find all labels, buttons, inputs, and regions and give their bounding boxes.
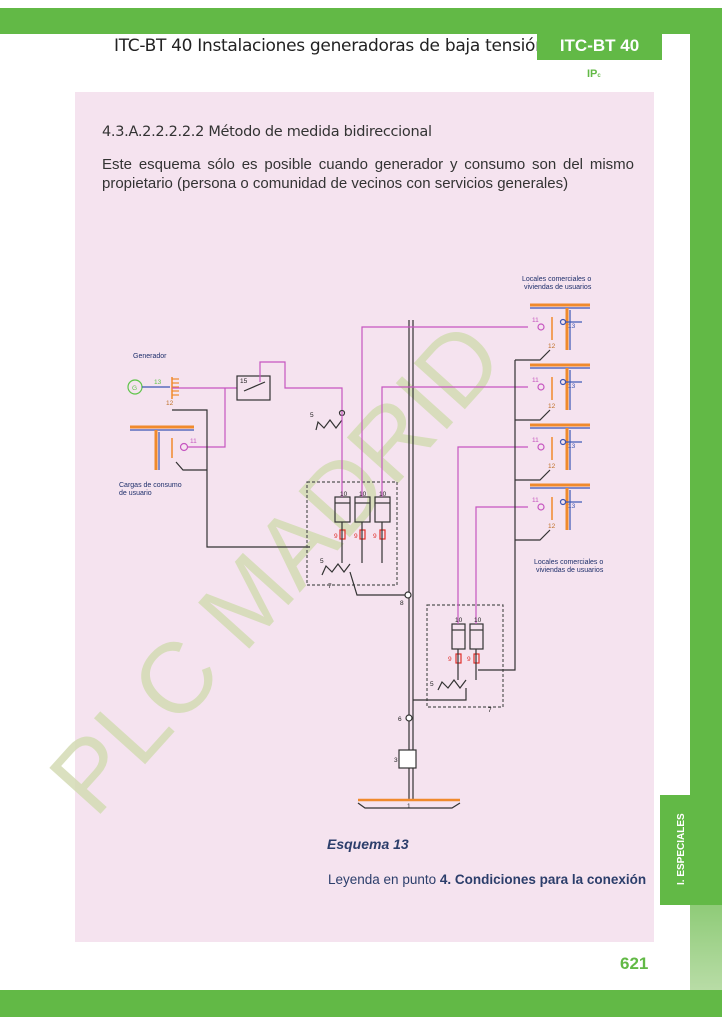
load-return-wire xyxy=(172,409,310,548)
meter-box-7-upper xyxy=(306,481,398,586)
label-10d: 10 xyxy=(455,617,463,624)
switch-5-icon xyxy=(321,563,351,576)
switch-5-icon xyxy=(437,679,467,691)
label-15: 15 xyxy=(240,378,248,385)
label-8: 8 xyxy=(400,600,404,607)
consumer-circle xyxy=(559,438,567,446)
consumer-label-12: 12 xyxy=(548,523,556,530)
consumer-label-11: 11 xyxy=(532,437,539,444)
load-circle xyxy=(179,442,189,452)
consumer-circle xyxy=(537,323,545,331)
locales-label-bottom-1: Locales comerciales o xyxy=(534,559,603,566)
load-return-wire xyxy=(175,461,207,471)
side-tab-label: I. ESPECIALES xyxy=(676,813,687,885)
label-13: 13 xyxy=(154,379,162,386)
connection-6 xyxy=(405,714,413,722)
label-7b: 7 xyxy=(488,707,492,714)
switch-5-icon xyxy=(315,419,343,431)
top-band xyxy=(0,8,722,34)
header-badge: ITC-BT 40 xyxy=(537,33,662,60)
legend-text: Leyenda en punto 4. Condiciones para la … xyxy=(328,872,646,887)
connection-8 xyxy=(404,591,412,599)
consumer-return xyxy=(515,469,551,481)
label-3: 3 xyxy=(394,757,398,764)
consumer-label-11: 11 xyxy=(532,317,539,324)
ground-bar-outline xyxy=(357,802,461,809)
consumer-label-13: 13 xyxy=(568,443,576,450)
consumer-circle xyxy=(559,498,567,506)
consumer-return xyxy=(515,349,551,361)
label-6: 6 xyxy=(398,716,402,723)
consumer-label-13: 13 xyxy=(568,323,576,330)
label-5c: 5 xyxy=(430,681,434,688)
consumer-label-13: 13 xyxy=(568,503,576,510)
generator-symbol: G xyxy=(132,385,137,392)
label-9d: 9 xyxy=(448,656,452,663)
consumer-label-12: 12 xyxy=(548,403,556,410)
locales-label-top-1: Locales comerciales o xyxy=(522,276,591,283)
meter-10 xyxy=(469,623,484,650)
meter-10 xyxy=(451,623,466,650)
consumer-wire xyxy=(381,386,528,497)
page-number: 621 xyxy=(620,954,649,973)
consumer-circle xyxy=(537,383,545,391)
load-wire xyxy=(188,388,226,448)
consumer-label-12: 12 xyxy=(548,463,556,470)
label-5a: 5 xyxy=(310,412,314,419)
consumer-circle xyxy=(559,318,567,326)
consumer-circle xyxy=(537,443,545,451)
bottom-band xyxy=(0,990,722,1017)
label-9b: 9 xyxy=(354,533,358,540)
label-9c: 9 xyxy=(373,533,377,540)
section-title: 4.3.A.2.2.2.2.2 Método de medida bidirec… xyxy=(102,124,432,140)
intro-text: Este esquema sólo es posible cuando gene… xyxy=(102,156,634,192)
generator-label: Generador xyxy=(133,353,167,360)
consumer-circle xyxy=(537,503,545,511)
header-title: ITC-BT 40 Instalaciones generadoras de b… xyxy=(114,36,546,56)
locales-label-top-2: viviendas de usuarios xyxy=(524,284,592,291)
relay-contact xyxy=(243,381,266,392)
relay-box-15 xyxy=(236,375,271,401)
label-12: 12 xyxy=(166,400,174,407)
label-9e: 9 xyxy=(467,656,471,663)
generation-wire xyxy=(259,361,343,411)
consumer-wire xyxy=(475,506,528,624)
consumer-label-11: 11 xyxy=(532,497,539,504)
side-tab: I. ESPECIALES xyxy=(660,795,722,905)
consumer-return-wire xyxy=(478,360,516,671)
consumer-wire xyxy=(457,446,528,624)
label-11: 11 xyxy=(190,438,197,445)
consumer-circle xyxy=(559,378,567,386)
main-fuse-3 xyxy=(398,749,417,769)
label-9a: 9 xyxy=(334,533,338,540)
legend-link-text: 4. Condiciones para la conexión xyxy=(439,872,647,887)
consumer-return xyxy=(515,529,551,541)
loads-label-2: de usuario xyxy=(119,490,152,497)
meter-out-wire xyxy=(349,571,405,596)
consumer-return xyxy=(515,409,551,421)
legend-prefix: Leyenda en punto xyxy=(328,872,440,887)
locales-label-bottom-2: viviendas de usuarios xyxy=(536,567,604,574)
watermark: PLC MADRID xyxy=(28,301,524,834)
label-1: 1 xyxy=(407,803,411,810)
label-7a: 7 xyxy=(328,583,332,590)
meter-out-wire xyxy=(413,688,467,701)
label-5b: 5 xyxy=(320,558,324,565)
consumer-label-13: 13 xyxy=(568,383,576,390)
consumer-label-12: 12 xyxy=(548,343,556,350)
meter-box-7-lower xyxy=(426,604,504,708)
plc-logo: IPc xyxy=(587,68,601,80)
label-10c: 10 xyxy=(379,491,387,498)
consumer-wire xyxy=(361,326,528,497)
label-10e: 10 xyxy=(474,617,482,624)
loads-label-1: Cargas de consumo xyxy=(119,482,182,489)
label-10b: 10 xyxy=(359,491,367,498)
figure-caption: Esquema 13 xyxy=(327,836,409,852)
consumer-label-11: 11 xyxy=(532,377,539,384)
label-10a: 10 xyxy=(340,491,348,498)
